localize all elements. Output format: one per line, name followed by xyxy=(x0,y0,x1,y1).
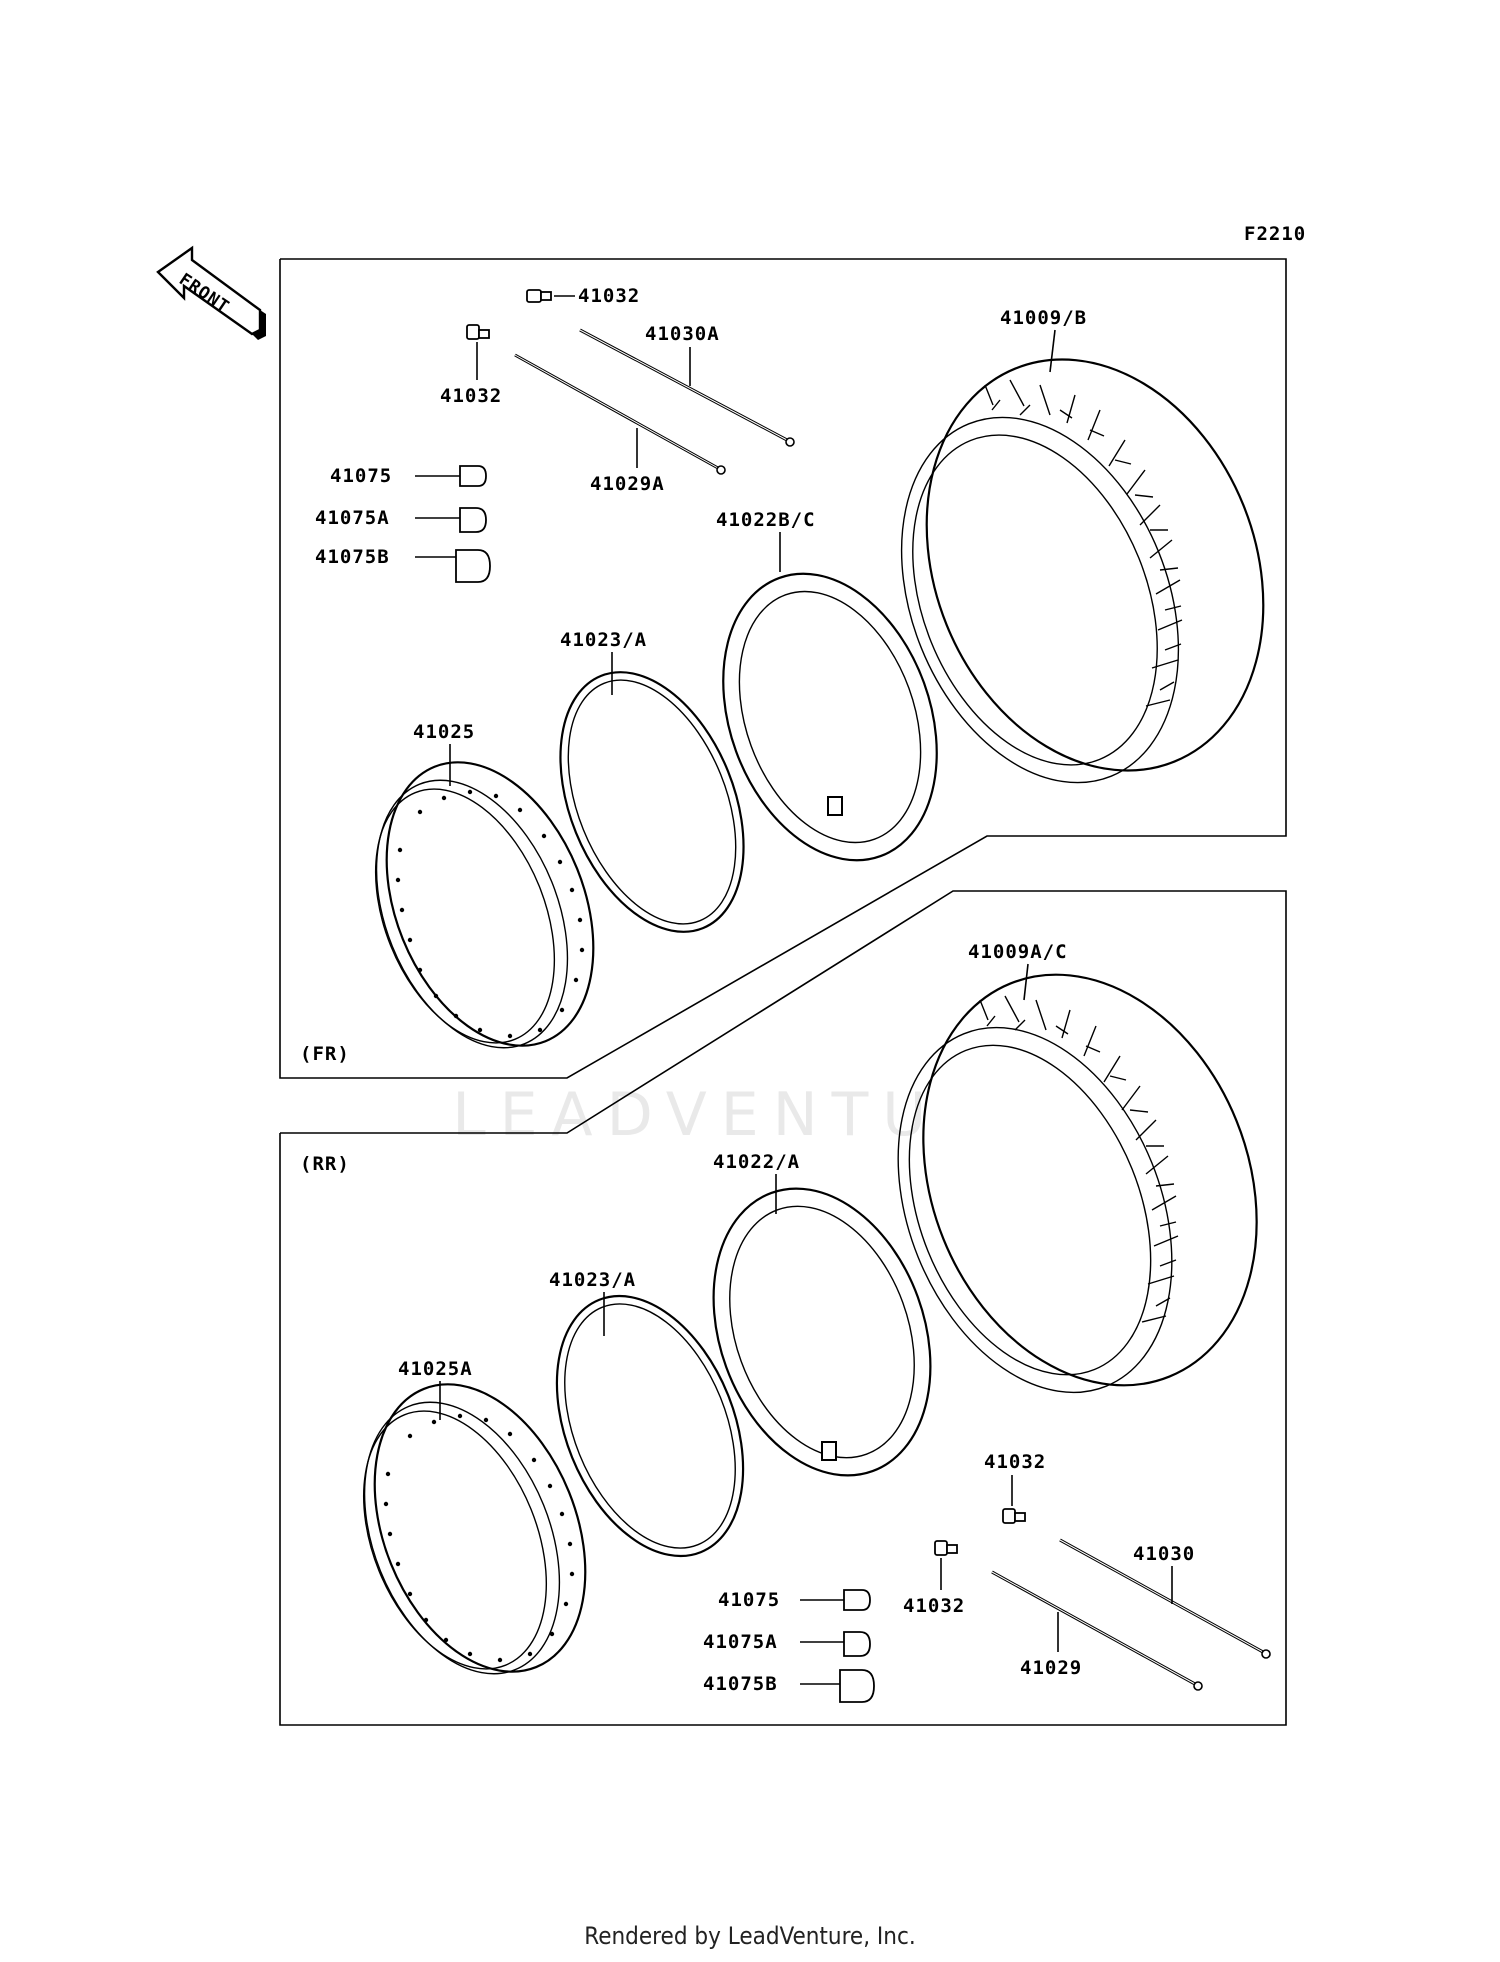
rear-weight-label: 41075 xyxy=(718,1589,780,1611)
rear-tire xyxy=(897,973,1258,1394)
rear-tube xyxy=(712,1187,932,1477)
front-section-label: (FR) xyxy=(300,1043,350,1065)
front-weight-b-label: 41075B xyxy=(315,546,390,568)
front-tire xyxy=(900,358,1265,784)
rear-nipple-left-label: 41032 xyxy=(903,1595,965,1617)
rear-tire-label: 41009A/C xyxy=(968,941,1068,963)
rear-nipple-top xyxy=(1002,1508,1026,1524)
front-nipple-top-label: 41032 xyxy=(578,285,640,307)
rear-nipple-top-label: 41032 xyxy=(984,1451,1046,1473)
front-nipple-top xyxy=(526,289,552,303)
rear-section-frame xyxy=(279,890,1287,1726)
rear-weight-b-label: 41075B xyxy=(703,1673,778,1695)
rear-weight xyxy=(843,1589,871,1611)
front-weight xyxy=(459,465,487,487)
front-weight-a xyxy=(459,507,487,533)
rear-spoke-outer-label: 41030 xyxy=(1133,1543,1195,1565)
rear-spoke-inner xyxy=(991,1570,1203,1691)
front-spoke-inner-label: 41029A xyxy=(590,473,665,495)
front-nipple-left-label: 41032 xyxy=(440,385,502,407)
front-spoke-outer-label: 41030A xyxy=(645,323,720,345)
front-rim-band-label: 41023/A xyxy=(560,629,647,651)
rear-weight-a-label: 41075A xyxy=(703,1631,778,1653)
rear-spoke-inner-label: 41029 xyxy=(1020,1657,1082,1679)
rear-nipple-left xyxy=(934,1540,958,1556)
front-weight-label: 41075 xyxy=(330,465,392,487)
front-rim xyxy=(374,761,595,1049)
front-tube xyxy=(722,572,938,862)
front-section-frame xyxy=(279,258,1287,1079)
front-spoke-outer xyxy=(579,328,795,447)
rear-spoke-outer xyxy=(1059,1538,1271,1659)
figure-code: F2210 xyxy=(1244,223,1306,245)
rear-rim-band xyxy=(555,1294,745,1558)
front-tube-label: 41022B/C xyxy=(716,509,816,531)
rear-weight-a xyxy=(843,1631,871,1657)
leader xyxy=(1023,963,1029,1001)
front-rim-band xyxy=(559,671,745,933)
front-weight-b xyxy=(455,549,491,583)
front-rim-label: 41025 xyxy=(413,721,475,743)
rear-tube-label: 41022/A xyxy=(713,1151,800,1173)
rear-rim-label: 41025A xyxy=(398,1358,473,1380)
front-tire-label: 41009/B xyxy=(1000,307,1087,329)
front-nipple-left xyxy=(466,324,490,340)
rear-weight-b xyxy=(839,1669,875,1703)
rear-section-label: (RR) xyxy=(300,1153,350,1175)
leader xyxy=(1049,329,1056,373)
footer-credit: Rendered by LeadVenture, Inc. xyxy=(584,1922,916,1950)
rear-rim xyxy=(362,1383,587,1675)
front-weight-a-label: 41075A xyxy=(315,507,390,529)
rear-rim-band-label: 41023/A xyxy=(549,1269,636,1291)
front-spoke-inner xyxy=(514,353,726,475)
front-arrow-icon: FRONT xyxy=(156,245,266,340)
